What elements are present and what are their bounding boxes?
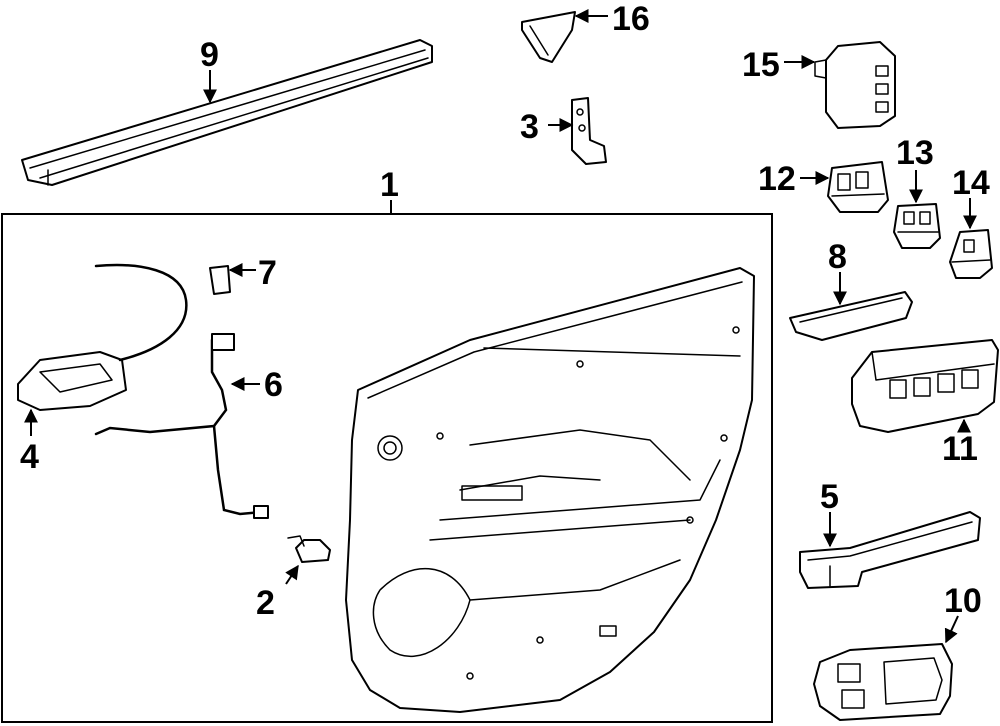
callout-11: 11 <box>942 430 978 468</box>
callout-5: 5 <box>820 478 839 516</box>
part-2-clip <box>287 535 331 563</box>
part-13-switch <box>893 203 941 249</box>
part-15-module <box>814 41 896 129</box>
leader-lines <box>24 9 977 644</box>
callout-2: 2 <box>256 584 275 622</box>
callout-15: 15 <box>742 46 780 84</box>
callout-9: 9 <box>200 36 219 74</box>
part-7-clip <box>209 265 231 295</box>
part-9-belt-molding <box>21 39 433 186</box>
callout-3: 3 <box>520 108 539 146</box>
callout-8: 8 <box>828 238 847 276</box>
part-12-switch <box>827 161 889 213</box>
part-1-inset-frame <box>1 213 773 723</box>
part-1-door-trim-panel <box>345 267 755 713</box>
callout-7: 7 <box>258 254 277 292</box>
part-10-handle-bezel <box>813 643 953 721</box>
callout-12: 12 <box>758 160 796 198</box>
callout-labels: 1 2 3 4 5 6 7 8 9 10 11 12 13 14 15 16 <box>20 0 990 622</box>
part-14-switch <box>949 229 993 279</box>
part-4-inside-handle <box>17 263 188 411</box>
part-6-wire-harness <box>94 333 269 519</box>
callout-16: 16 <box>612 0 650 38</box>
callout-14: 14 <box>952 164 990 202</box>
callout-13: 13 <box>896 134 934 172</box>
part-3-bracket <box>571 97 607 165</box>
callout-1: 1 <box>380 166 399 204</box>
part-16-bracket <box>521 11 576 63</box>
part-11-switch-base <box>851 339 999 433</box>
callout-4: 4 <box>20 438 39 476</box>
callout-6: 6 <box>264 366 283 404</box>
callout-10: 10 <box>944 582 982 620</box>
part-8-trim-strip <box>789 291 913 341</box>
part-5-armrest-trim <box>799 511 981 589</box>
